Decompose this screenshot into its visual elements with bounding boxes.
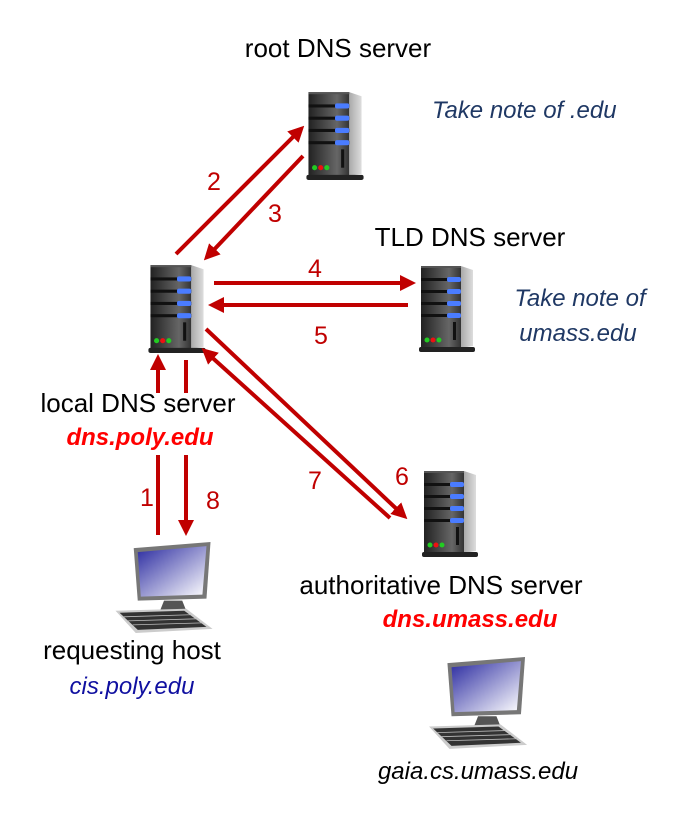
step-6-label: 6 bbox=[395, 463, 409, 491]
target-host-hostname: gaia.cs.umass.edu bbox=[378, 758, 578, 785]
requesting-host-hostname: cis.poly.edu bbox=[70, 673, 195, 700]
arrow-step-3 bbox=[203, 154, 305, 261]
arrow-step-2 bbox=[174, 125, 305, 256]
requesting-host-computer-icon bbox=[115, 541, 213, 634]
authoritative-server-label: authoritative DNS server bbox=[299, 570, 583, 600]
authoritative-server-hostname: dns.umass.edu bbox=[383, 606, 558, 633]
local-server-icon bbox=[148, 265, 206, 353]
arrow-step-6 bbox=[204, 327, 408, 520]
requesting-host-label: requesting host bbox=[43, 635, 222, 665]
local-server-label: local DNS server bbox=[40, 388, 235, 418]
step-1-label: 1 bbox=[140, 484, 154, 512]
target-host-computer-icon bbox=[428, 656, 528, 750]
step-8-label: 8 bbox=[206, 487, 220, 515]
root-note: Take note of .edu bbox=[432, 97, 617, 124]
tld-note-line2: umass.edu bbox=[519, 320, 636, 347]
tld-server-icon bbox=[419, 266, 475, 352]
arrow-step-7 bbox=[201, 347, 392, 520]
step-2-label: 2 bbox=[207, 168, 221, 196]
step-5-label: 5 bbox=[314, 322, 328, 350]
tld-note-line1: Take note of bbox=[514, 285, 648, 312]
step-7-label: 7 bbox=[308, 467, 322, 495]
step-3-label: 3 bbox=[268, 200, 282, 228]
local-server-hostname: dns.poly.edu bbox=[66, 424, 213, 451]
root-server-label: root DNS server bbox=[245, 33, 432, 63]
step-4-label: 4 bbox=[308, 255, 322, 283]
root-server-icon bbox=[306, 92, 364, 180]
authoritative-server-icon bbox=[422, 471, 478, 557]
tld-server-label: TLD DNS server bbox=[375, 222, 566, 252]
